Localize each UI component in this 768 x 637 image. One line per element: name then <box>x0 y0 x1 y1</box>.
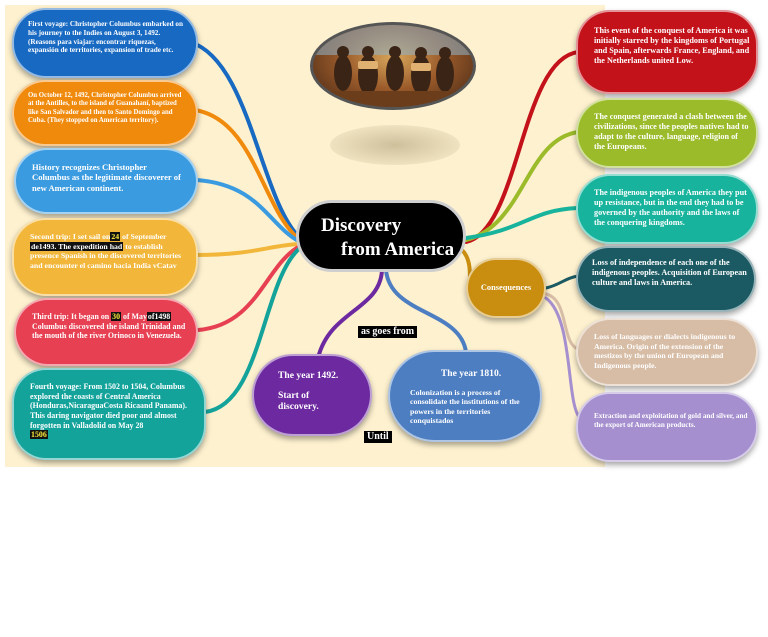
third-trip-day: 30 <box>111 312 122 321</box>
central-topic[interactable]: Discovery from America <box>296 200 466 272</box>
node-resistance[interactable]: The indigenous peoples of America they p… <box>576 174 758 244</box>
link-year-1810 <box>384 268 468 354</box>
year-1492-title: The year 1492. <box>278 370 339 381</box>
node-gold-text: Extraction and exploitation of gold and … <box>594 412 748 429</box>
fourth-voyage-body: Fourth voyage: From 1502 to 1504, Columb… <box>30 382 187 430</box>
link-second-trip <box>193 242 302 257</box>
node-october-1492[interactable]: On October 12, 1492, Christopher Columbu… <box>12 80 198 146</box>
node-conquest[interactable]: This event of the conquest of America it… <box>576 10 758 94</box>
third-trip-post: Columbus discovered the island Trinidad … <box>32 321 186 341</box>
node-third-trip-text: Third trip: It began on 30 of Mayof1498 … <box>32 312 188 341</box>
second-trip-post: to establish presence Spanish in the dis… <box>30 241 182 270</box>
node-independence[interactable]: Loss of independence of each one of the … <box>576 246 756 312</box>
node-second-trip[interactable]: Second trip: I set sail on24 of Septembe… <box>12 218 198 296</box>
second-trip-pre: Second trip: I set sail on <box>30 232 111 241</box>
link-clash <box>464 130 580 242</box>
node-gold[interactable]: Extraction and exploitation of gold and … <box>576 392 758 462</box>
link-history <box>195 178 302 244</box>
link-fourth-voyage <box>203 246 302 414</box>
link-year-1492 <box>316 268 384 360</box>
node-languages-text: Loss of languages or dialects indigenous… <box>594 332 736 370</box>
label-until: Until <box>364 431 392 443</box>
node-first-voyage[interactable]: First voyage: Christopher Columbus embar… <box>12 8 198 78</box>
year-1810-body: Colonization is a process of consolidate… <box>410 387 520 426</box>
third-trip-mid: of May <box>121 312 147 321</box>
link-conquest <box>464 50 580 244</box>
third-trip-year: of1498 <box>146 312 172 321</box>
node-year-1810[interactable]: The year 1810. Colonization is a process… <box>388 350 542 442</box>
central-topic-line2: from America <box>341 239 455 260</box>
link-third-trip <box>196 244 302 332</box>
photo-shadow <box>330 125 460 165</box>
node-year-1492[interactable]: The year 1492. Start of discovery. <box>252 354 372 436</box>
link-october-1492 <box>193 108 302 242</box>
node-fourth-voyage[interactable]: Fourth voyage: From 1502 to 1504, Columb… <box>12 368 206 460</box>
node-independence-text: Loss of independence of each one of the … <box>592 258 747 287</box>
year-1810-title: The year 1810. <box>440 368 502 379</box>
label-from: as goes from <box>358 326 418 338</box>
node-clash-text: The conquest generated a clash between t… <box>594 112 749 151</box>
central-topic-line1: Discovery <box>321 215 402 236</box>
link-languages <box>544 292 582 352</box>
painting-figures-icon <box>313 25 473 107</box>
node-clash[interactable]: The conquest generated a clash between t… <box>576 98 758 168</box>
node-october-1492-text: On October 12, 1492, Christopher Columbu… <box>28 92 182 124</box>
second-trip-day: 24 <box>110 232 121 241</box>
link-independence <box>544 274 580 290</box>
fourth-voyage-year: 1506 <box>30 430 48 440</box>
discovery-painting-image <box>310 22 476 110</box>
year-1492-body: Start of discovery. <box>278 389 319 413</box>
node-history-text: History recognizes Christopher Columbus … <box>32 162 181 193</box>
node-resistance-text: The indigenous peoples of America they p… <box>594 188 747 227</box>
consequences-label: Consequences <box>480 282 532 292</box>
link-first-voyage <box>188 40 302 240</box>
second-trip-year: de1493. The expedition had <box>30 241 124 251</box>
node-fourth-voyage-text: Fourth voyage: From 1502 to 1504, Columb… <box>30 382 196 440</box>
node-first-voyage-text: First voyage: Christopher Columbus embar… <box>28 20 184 55</box>
node-conquest-text: This event of the conquest of America it… <box>594 26 750 65</box>
node-third-trip[interactable]: Third trip: It began on 30 of Mayof1498 … <box>14 298 198 366</box>
link-resistance <box>464 206 580 240</box>
second-trip-mid: of September <box>120 232 167 241</box>
node-second-trip-text: Second trip: I set sail on24 of Septembe… <box>30 232 188 270</box>
third-trip-pre: Third trip: It began on <box>32 312 112 321</box>
node-history[interactable]: History recognizes Christopher Columbus … <box>14 148 198 214</box>
node-languages[interactable]: Loss of languages or dialects indigenous… <box>576 318 758 386</box>
node-consequences[interactable]: Consequences <box>466 258 546 318</box>
